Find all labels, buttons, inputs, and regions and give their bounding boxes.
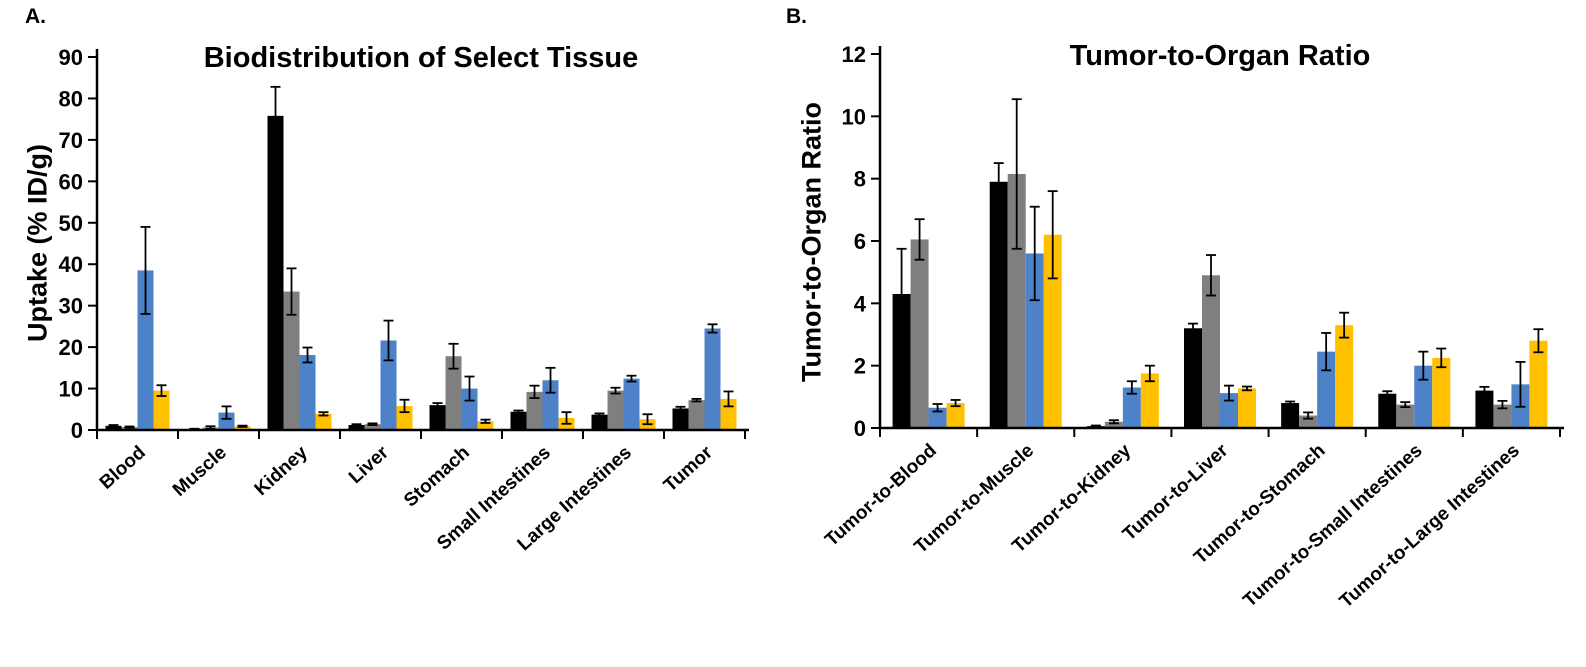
svg-text:10: 10	[842, 104, 866, 129]
svg-text:50: 50	[59, 211, 83, 236]
svg-text:6: 6	[854, 229, 866, 254]
svg-text:10: 10	[59, 377, 83, 402]
svg-text:Kidney: Kidney	[251, 442, 312, 500]
svg-text:20: 20	[59, 335, 83, 360]
panel-b: B. Tumor-to-Organ Ratio Tumor-to-Organ R…	[780, 0, 1586, 667]
svg-text:80: 80	[59, 86, 83, 111]
svg-text:8: 8	[854, 167, 866, 192]
chart-b-canvas: 024681012Tumor-to-BloodTumor-to-MuscleTu…	[821, 42, 1564, 612]
panel-a-letter: A.	[25, 5, 46, 28]
svg-text:Stomach: Stomach	[400, 442, 474, 511]
svg-text:30: 30	[59, 294, 83, 319]
svg-text:40: 40	[59, 252, 83, 277]
chart-b-title: Tumor-to-Organ Ratio	[1069, 40, 1371, 72]
svg-text:Blood: Blood	[96, 442, 150, 494]
svg-text:Tumor: Tumor	[660, 442, 717, 497]
svg-text:Tumor-to-Small Intestines: Tumor-to-Small Intestines	[1239, 440, 1426, 611]
svg-text:0: 0	[71, 418, 83, 443]
svg-text:Tumor-to-Large Intestines: Tumor-to-Large Intestines	[1336, 440, 1524, 612]
svg-text:4: 4	[854, 291, 867, 316]
chart-a-title: Biodistribution of Select Tissue	[203, 42, 639, 74]
svg-text:70: 70	[59, 128, 83, 153]
svg-text:60: 60	[59, 169, 83, 194]
svg-text:Muscle: Muscle	[169, 442, 231, 501]
svg-text:90: 90	[59, 45, 83, 70]
svg-text:2: 2	[854, 354, 866, 379]
svg-text:Liver: Liver	[345, 442, 393, 488]
panel-a: A. Biodistribution of Select Tissue Upta…	[0, 0, 780, 667]
svg-text:0: 0	[854, 416, 866, 441]
panel-b-letter: B.	[786, 5, 807, 28]
svg-text:12: 12	[842, 42, 866, 67]
